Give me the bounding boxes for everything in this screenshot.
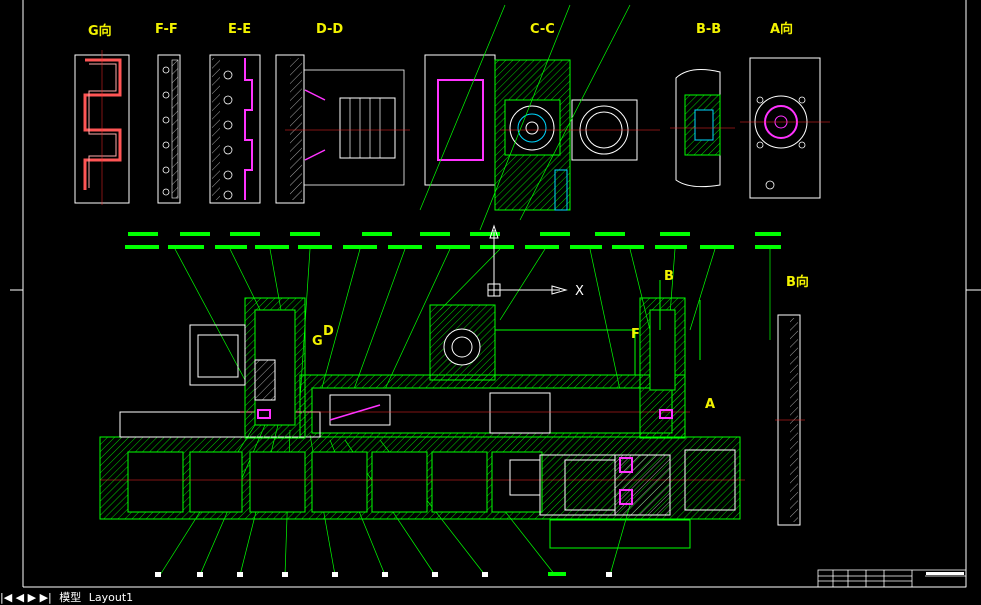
a-view-drawing	[740, 57, 830, 199]
tab-layout1[interactable]: Layout1	[88, 591, 134, 604]
bottom-balloon-row	[155, 572, 612, 577]
label-dd-section: D-D	[316, 22, 343, 37]
label-ee-section: E-E	[228, 22, 251, 37]
cut-marker-a: A	[705, 397, 715, 412]
b-view-drawing	[775, 314, 805, 526]
ff-section-drawing	[157, 54, 181, 204]
cc-section-drawing	[424, 54, 660, 211]
layout-tab-bar: |◀ ◀ ▶ ▶| 模型 Layout1	[0, 589, 137, 604]
ucs-x-label: X	[575, 284, 584, 299]
g-view-drawing	[74, 50, 130, 205]
dd-section-drawing	[275, 54, 410, 204]
ucs-axis-icon	[487, 224, 568, 297]
cut-marker-f: F	[631, 327, 640, 342]
title-block	[817, 569, 967, 588]
callout-balloon-row	[125, 232, 781, 249]
label-cc-section: C-C	[530, 22, 555, 37]
tab-nav-arrows[interactable]: |◀ ◀ ▶ ▶|	[0, 591, 52, 604]
bb-section-drawing	[670, 69, 735, 188]
cut-marker-g: G	[312, 334, 323, 349]
label-g-view: G向	[88, 23, 112, 39]
ee-section-drawing	[209, 54, 261, 204]
label-bb-section: B-B	[696, 22, 721, 37]
label-ff-section: F-F	[155, 22, 178, 37]
drawing-frame	[10, 0, 981, 588]
label-b-view: B向	[786, 274, 809, 290]
cut-marker-b: B	[664, 269, 674, 284]
main-assembly-drawing	[99, 280, 745, 549]
tab-model[interactable]: 模型	[59, 591, 82, 604]
label-a-view: A向	[770, 21, 793, 37]
cut-marker-d: D	[323, 324, 334, 339]
